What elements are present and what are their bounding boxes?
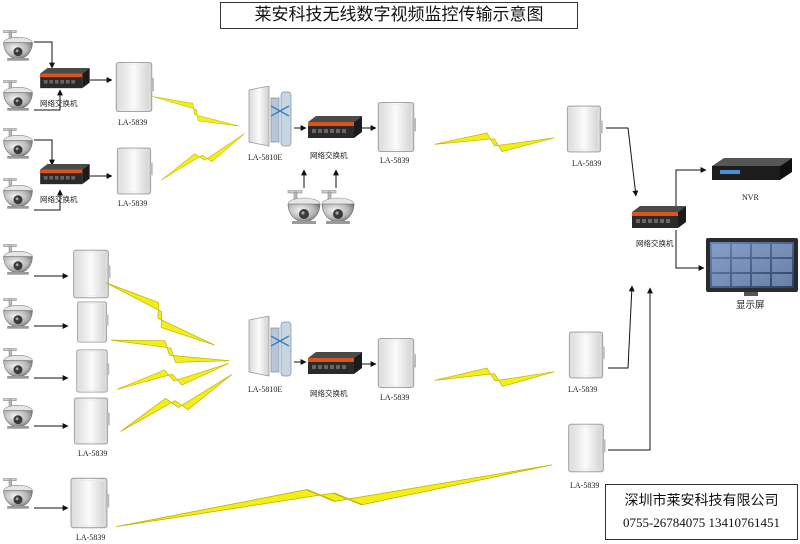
switch-bottom-middle — [308, 352, 362, 374]
antenna-label: LA-5839 — [380, 393, 409, 402]
switch-label: 网络交换机 — [40, 194, 78, 204]
antenna-label: LA-5839 — [118, 118, 147, 127]
wireless-link — [433, 364, 556, 391]
antenna-label: LA-5839 — [380, 156, 409, 165]
sector-antenna-label: LA-5810E — [248, 385, 282, 394]
display-label: 显示屏 — [736, 300, 765, 311]
company-name: 深圳市莱安科技有限公司 — [624, 493, 779, 509]
diagram-title: 莱安科技无线数字视频监控传输示意图 — [220, 2, 578, 29]
camera-top-4 — [3, 178, 33, 210]
panel-antenna-b1 — [377, 101, 416, 153]
camera-middle-2 — [321, 190, 355, 225]
company-info: 深圳市莱安科技有限公司 0755-26784075 13410761451 — [605, 484, 798, 540]
antenna-label: LA-5839 — [76, 533, 105, 542]
switch-label: 网络交换机 — [310, 150, 348, 160]
camera-middle-1 — [287, 190, 321, 225]
switch-label: 网络交换机 — [636, 238, 674, 248]
antenna-label: LA-5839 — [572, 159, 601, 168]
panel-antenna-a1 — [115, 61, 154, 113]
camera-top-2 — [3, 80, 33, 112]
nvr-recorder — [712, 158, 792, 180]
panel-antenna-d3 — [76, 349, 110, 393]
sector-antenna-label: LA-5810E — [248, 153, 282, 162]
camera-top-3 — [3, 128, 33, 160]
panel-antenna-c3 — [568, 423, 607, 473]
wireless-link — [113, 455, 556, 540]
camera-bottom-2 — [3, 298, 33, 330]
antenna-label: LA-5839 — [570, 481, 599, 490]
antenna-label: LA-5839 — [118, 199, 147, 208]
camera-bottom-3 — [3, 348, 33, 380]
switch-label: 网络交换机 — [310, 388, 348, 398]
switch-top-middle — [308, 116, 362, 138]
wireless-link — [149, 89, 242, 136]
nvr-label: NVR — [742, 193, 760, 202]
panel-antenna-c2 — [568, 331, 606, 379]
switch-label: 网络交换机 — [40, 98, 78, 108]
company-phones: 0755-26784075 13410761451 — [622, 515, 781, 530]
switch-top-left-2 — [40, 164, 90, 185]
camera-bottom-4 — [3, 398, 33, 430]
sector-antenna-top — [248, 86, 292, 147]
sector-antenna-bottom — [248, 316, 292, 377]
switch-top-left-1 — [40, 68, 90, 89]
wireless-link — [114, 356, 232, 399]
wireless-link — [157, 128, 250, 188]
camera-bottom-1 — [3, 244, 33, 276]
panel-antenna-d1 — [73, 249, 112, 299]
wireless-link — [433, 130, 556, 155]
panel-antenna-a2 — [116, 147, 154, 195]
antenna-label: LA-5839 — [78, 449, 107, 458]
panel-antenna-d4 — [73, 397, 111, 445]
panel-antenna-b2 — [377, 337, 416, 389]
wireless-link — [115, 367, 238, 441]
switch-right — [632, 206, 686, 228]
display-screen — [706, 238, 798, 296]
panel-antenna-c1 — [566, 105, 604, 153]
panel-antenna-d5 — [70, 477, 110, 529]
antenna-label: LA-5839 — [568, 385, 597, 394]
camera-bottom-5 — [3, 478, 33, 510]
panel-antenna-d2 — [76, 301, 110, 343]
camera-top-1 — [3, 30, 33, 62]
wireless-link — [109, 330, 232, 373]
